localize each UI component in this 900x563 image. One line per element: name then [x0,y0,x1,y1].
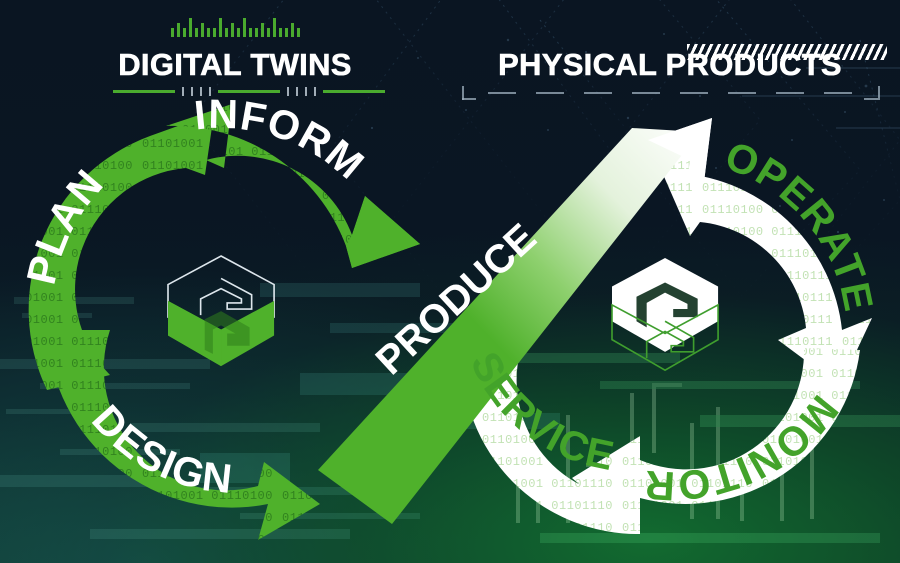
label-inform: INFORM [192,91,373,188]
tick-mark [170,28,174,37]
tick-ruler-decoration [170,18,300,37]
hatch-bar-decoration [687,44,887,60]
right-loop-group [461,118,872,535]
band-overlap-arrowheads [346,118,712,268]
tick-mark [296,28,300,37]
stage-arrow-design[interactable] [47,330,320,540]
heading-left-underline [113,86,385,96]
heading-digital-twins: DIGITAL TWINS [0,18,470,96]
tick-mark [284,28,288,37]
stage-arrow-service[interactable] [461,352,640,535]
heading-right-underline [462,86,880,100]
tick-mark [272,18,276,37]
logo-left-digital-twin [167,255,275,367]
tick-mark [224,28,228,37]
tick-mark [206,28,210,37]
tick-mark [182,28,186,37]
stage-arrow-plan[interactable] [28,113,214,390]
tick-mark [266,28,270,37]
tick-mark [230,23,234,37]
tick-mark [200,23,204,37]
tick-mark [212,28,216,37]
stage-arrow-operate[interactable] [648,118,872,386]
tick-mark [236,28,240,37]
tick-mark [242,18,246,37]
tick-mark [194,28,198,37]
tick-mark [278,28,282,37]
heading-physical-products: PHYSICAL PRODUCTS [440,44,900,100]
tick-mark [260,23,264,37]
tick-mark [254,28,258,37]
tick-mark [290,23,294,37]
tick-mark [248,28,252,37]
tick-mark [188,18,192,37]
tick-mark [218,18,222,37]
logo-right-physical-product [611,258,719,372]
stage-arrow-monitor[interactable] [572,348,860,534]
heading-left-text: DIGITAL TWINS [118,47,352,82]
label-plan: PLAN [18,161,112,289]
tick-mark [176,23,180,37]
connector-band-produce[interactable] [300,104,740,563]
